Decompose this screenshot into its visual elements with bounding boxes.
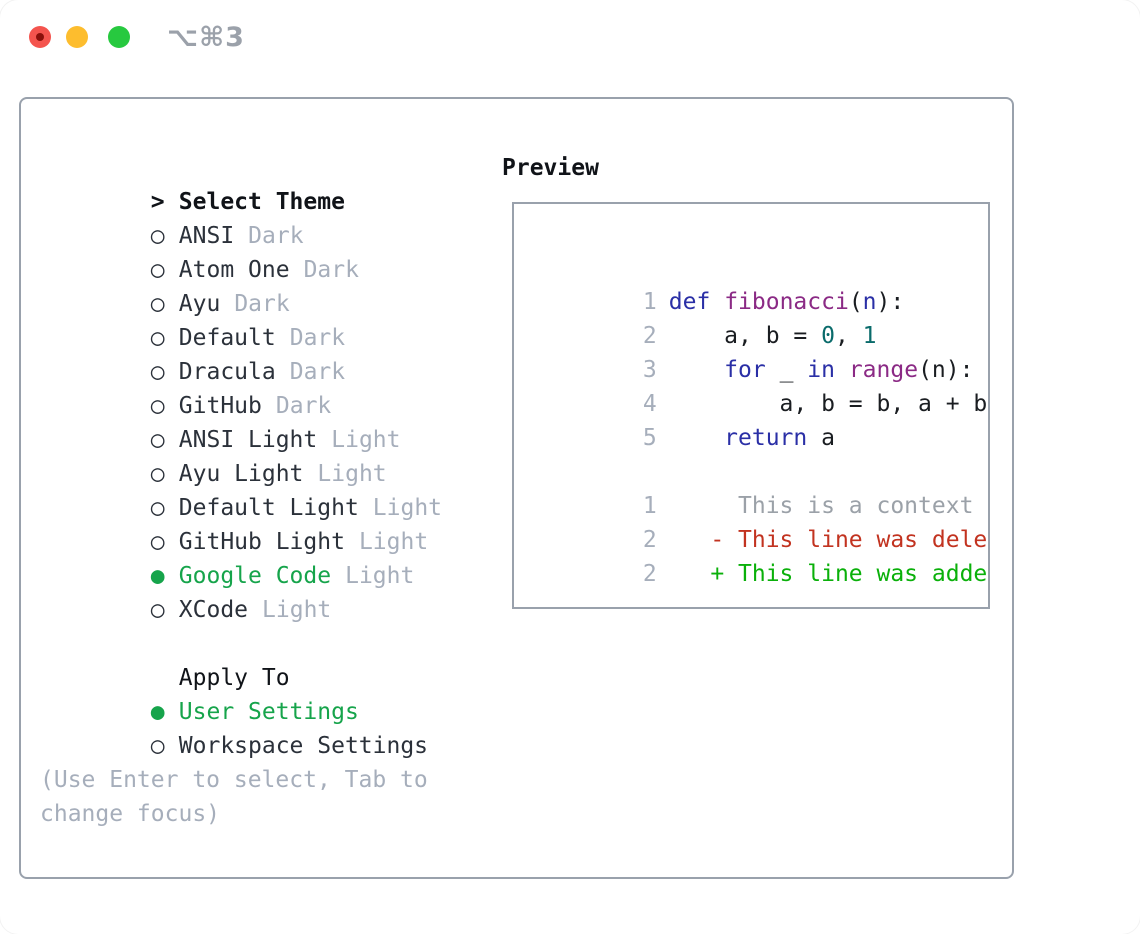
theme-variant: Light: [372, 495, 443, 521]
theme-name: Atom One: [178, 257, 290, 283]
diff-added-text: + This line was added.: [668, 561, 990, 587]
theme-list-heading: > Select Theme: [40, 151, 442, 215]
line-number: 2: [642, 561, 657, 587]
theme-variant: Dark: [275, 393, 332, 419]
help-text-line1: (Use Enter to select, Tab to: [40, 767, 428, 793]
theme-list-heading-label: Select Theme: [178, 189, 345, 215]
theme-option-google-code-light[interactable]: ● Google Code Light: [40, 525, 442, 589]
theme-option-default-light[interactable]: ○ Default Light Light: [40, 457, 442, 521]
theme-name: Dracula: [178, 359, 276, 385]
theme-option-ansi-light[interactable]: ○ ANSI Light Light: [40, 389, 442, 453]
cursor-icon: >: [150, 189, 165, 215]
theme-name: Default Light: [178, 495, 359, 521]
theme-variant: Dark: [289, 359, 346, 385]
theme-option-ansi-dark[interactable]: ○ ANSI Dark: [40, 185, 442, 249]
line-number: 1: [642, 493, 657, 519]
line-number: 5: [642, 425, 657, 451]
theme-name: XCode: [178, 597, 249, 623]
apply-to-heading-label: Apply To: [178, 665, 290, 691]
code-line: 4 a, b = b, a + b: [532, 353, 988, 417]
diff-context-text: This is a context line.: [738, 493, 988, 519]
theme-option-ayu-light[interactable]: ○ Ayu Light Light: [40, 423, 442, 487]
radio-unselected-icon: ○: [150, 291, 165, 317]
radio-unselected-icon: ○: [150, 257, 165, 283]
radio-unselected-icon: ○: [150, 597, 165, 623]
radio-unselected-icon: ○: [150, 495, 165, 521]
radio-unselected-icon: ○: [150, 427, 165, 453]
theme-variant: Dark: [234, 291, 290, 317]
window-title: ⌥⌘3: [167, 21, 245, 53]
apply-option-label: User Settings: [178, 699, 359, 725]
theme-variant: Dark: [289, 325, 346, 351]
close-button[interactable]: [29, 26, 51, 48]
diff-added-line: 2 + This line was added.: [532, 523, 988, 587]
diff-deleted-line: 2 - This line was deleted.: [532, 489, 988, 553]
apply-to-heading: Apply To: [40, 627, 442, 691]
theme-name: GitHub Light: [178, 529, 345, 555]
diff-deleted-text: - This line was deleted.: [710, 527, 988, 553]
help-text-line2: change focus): [40, 801, 221, 827]
code-line: 2 a, b = 0, 1: [532, 285, 988, 349]
line-number: 2: [642, 527, 657, 553]
theme-option-github-dark[interactable]: ○ GitHub Dark: [40, 355, 442, 419]
theme-name: GitHub: [178, 393, 262, 419]
theme-variant: Light: [317, 461, 387, 487]
titlebar: ⌥⌘3: [0, 0, 1140, 74]
theme-variant: Dark: [248, 223, 304, 249]
theme-name: Default: [178, 325, 276, 351]
diff-context-line: 1 This is a context line.: [532, 455, 988, 519]
theme-name: Google Code: [178, 563, 332, 589]
radio-unselected-icon: ○: [150, 223, 165, 249]
theme-name: Ayu: [178, 291, 221, 317]
zoom-button[interactable]: [108, 26, 130, 48]
code-line: 5 return a: [532, 387, 988, 451]
theme-option-xcode-light[interactable]: ○ XCode Light: [40, 559, 442, 623]
radio-unselected-icon: ○: [150, 461, 165, 487]
apply-option-label: Workspace Settings: [178, 733, 429, 759]
theme-option-ayu-dark[interactable]: ○ Ayu Dark: [40, 253, 442, 317]
theme-name: Ayu Light: [178, 461, 304, 487]
radio-unselected-icon: ○: [150, 325, 165, 351]
apply-option-workspace-settings[interactable]: ○ Workspace Settings: [40, 695, 442, 759]
radio-selected-icon: ●: [150, 563, 165, 589]
theme-variant: Light: [345, 563, 415, 589]
minimize-button[interactable]: [66, 26, 88, 48]
theme-name: ANSI Light: [178, 427, 318, 453]
theme-variant: Light: [358, 529, 429, 555]
radio-selected-icon: ●: [150, 699, 165, 725]
preview-heading: Preview: [502, 155, 599, 181]
line-number: 4: [642, 391, 657, 417]
apply-option-user-settings[interactable]: ● User Settings: [40, 661, 442, 725]
line-number: 1: [642, 289, 657, 315]
theme-option-github-light[interactable]: ○ GitHub Light Light: [40, 491, 442, 555]
theme-option-default-dark[interactable]: ○ Default Dark: [40, 287, 442, 351]
line-number: 3: [642, 357, 657, 383]
radio-unselected-icon: ○: [150, 393, 165, 419]
theme-variant: Light: [262, 597, 332, 623]
line-number: 2: [642, 323, 657, 349]
theme-option-atom-one-dark[interactable]: ○ Atom One Dark: [40, 219, 442, 283]
theme-option-dracula-dark[interactable]: ○ Dracula Dark: [40, 321, 442, 385]
radio-unselected-icon: ○: [150, 359, 165, 385]
code-line: 3 for _ in range(n):: [532, 319, 988, 383]
radio-unselected-icon: ○: [150, 529, 165, 555]
theme-variant: Light: [331, 427, 401, 453]
theme-variant: Dark: [303, 257, 359, 283]
radio-unselected-icon: ○: [150, 733, 165, 759]
theme-name: ANSI: [178, 223, 235, 249]
